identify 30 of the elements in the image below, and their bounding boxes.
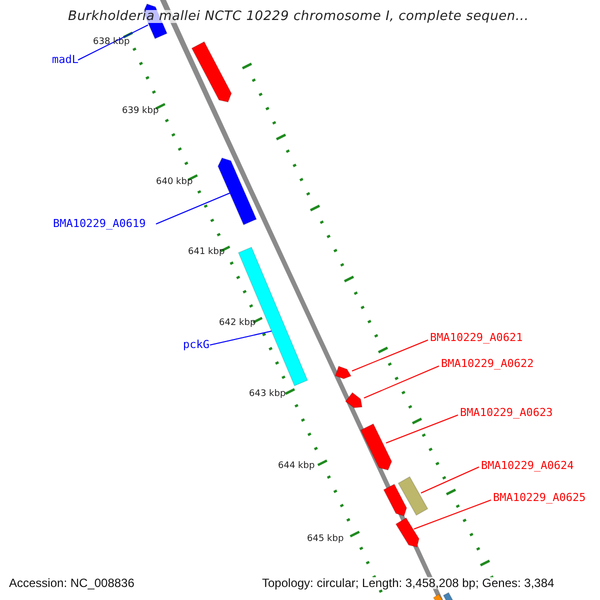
leader-line xyxy=(352,340,428,372)
gene-symbol xyxy=(217,157,258,226)
gene-bar xyxy=(238,246,308,386)
leader-line xyxy=(210,330,272,346)
title: Burkholderia mallei NCTC 10229 chromosome I, complete sequen... xyxy=(68,10,529,23)
scale-label: 645 kbp xyxy=(307,535,344,544)
gene-symbol xyxy=(360,423,392,471)
leader-line xyxy=(78,24,148,60)
gene-label: pckG xyxy=(183,339,210,350)
gene-symbol xyxy=(334,366,352,380)
scale-label: 642 kbp xyxy=(219,319,256,328)
leader-line xyxy=(364,366,440,398)
gene-label: BMA10229_A0621 xyxy=(430,332,523,343)
leader-line xyxy=(386,414,458,444)
gene-label: BMA10229_A0619 xyxy=(53,218,146,229)
leader-line xyxy=(414,500,492,530)
leader-line xyxy=(420,466,480,494)
gene-bar xyxy=(398,476,428,516)
gene-label: BMA10229_A0624 xyxy=(481,460,574,471)
scale-label: 641 kbp xyxy=(188,248,225,257)
leader-line xyxy=(156,192,230,224)
gene-label: BMA10229_A0623 xyxy=(460,407,553,418)
gene-symbol xyxy=(344,392,363,408)
gene-symbol xyxy=(395,517,420,548)
scale-label: 639 kbp xyxy=(122,107,159,116)
gene-label: madL xyxy=(52,54,78,65)
gene-label: BMA10229_A0622 xyxy=(441,358,534,369)
gene-label: BMA10229_A0625 xyxy=(493,492,586,503)
info-text: Accession: NC_008836 xyxy=(9,577,134,589)
scale-label: 644 kbp xyxy=(278,462,315,471)
